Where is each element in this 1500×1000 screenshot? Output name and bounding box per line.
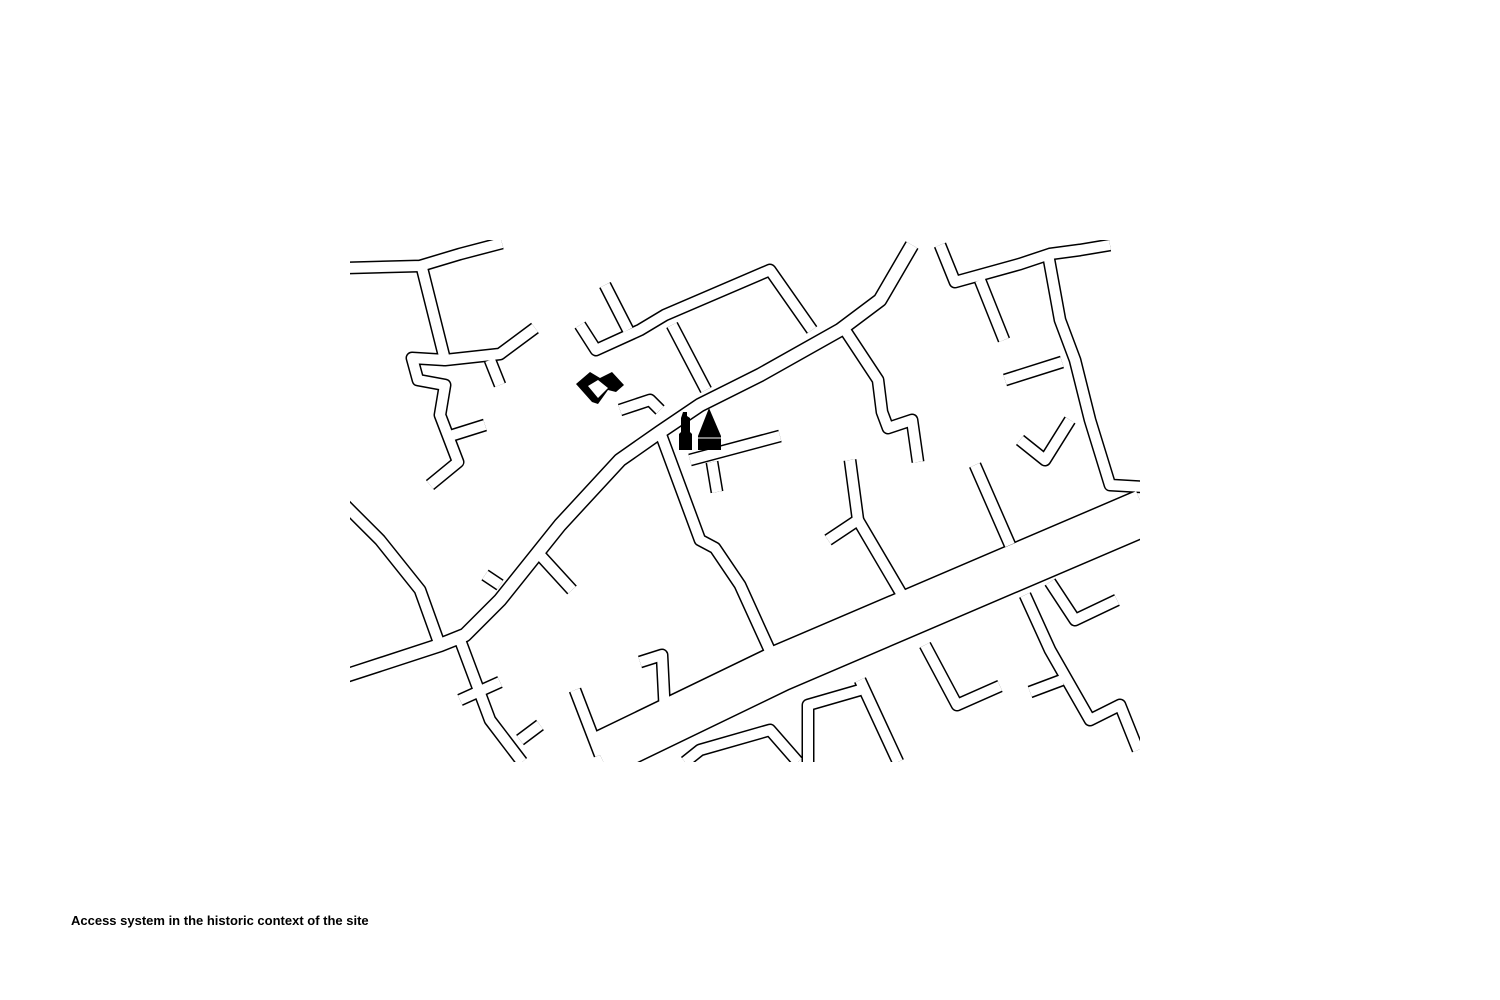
street (975, 278, 1009, 342)
street (570, 688, 605, 757)
street (482, 570, 503, 590)
street (1043, 253, 1140, 492)
street (707, 461, 722, 493)
street (618, 395, 664, 415)
street (1016, 417, 1075, 465)
street (350, 502, 443, 642)
street (517, 721, 543, 744)
street (536, 551, 576, 594)
street (638, 650, 670, 716)
street (1003, 357, 1064, 385)
street (575, 265, 817, 355)
street (935, 240, 1111, 287)
street (970, 462, 1015, 548)
street (1028, 675, 1064, 697)
street (688, 431, 782, 465)
spire-icon (698, 408, 721, 450)
street-network (350, 240, 1140, 762)
street (655, 430, 780, 665)
street (350, 241, 918, 681)
street (855, 677, 903, 762)
street (448, 420, 487, 441)
street (778, 640, 808, 660)
street (1020, 592, 1140, 752)
street (600, 282, 633, 333)
building-footprint-icon (576, 372, 624, 404)
street (455, 638, 526, 762)
street (590, 491, 1140, 762)
street (920, 642, 1003, 710)
street (350, 240, 504, 273)
street (667, 322, 711, 393)
street (803, 685, 862, 762)
street (417, 266, 538, 365)
street (457, 677, 503, 705)
street (853, 517, 910, 603)
street (840, 327, 923, 463)
street (825, 459, 863, 545)
street (407, 353, 463, 489)
tower-icon (679, 412, 692, 450)
street (681, 725, 802, 762)
map-caption: Access system in the historic context of… (71, 913, 369, 928)
street (1045, 579, 1120, 625)
street (485, 358, 505, 387)
